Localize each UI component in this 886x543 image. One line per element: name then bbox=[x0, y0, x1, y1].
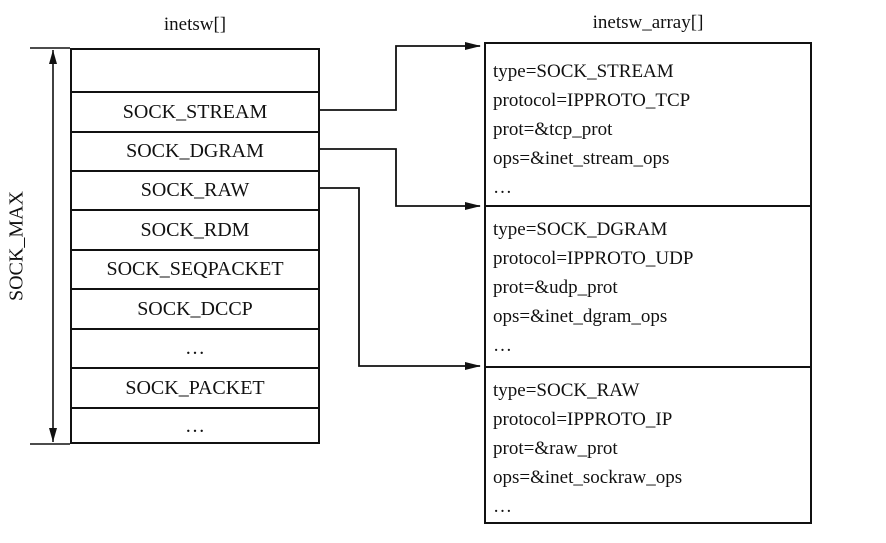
entry-type: type=SOCK_STREAM bbox=[493, 61, 674, 82]
sock-max-up-arrowhead bbox=[49, 50, 57, 64]
inetsw-entry-raw: type=SOCK_RAW protocol=IPPROTO_IP prot=&… bbox=[486, 366, 810, 522]
entry-ops: ops=&inet_stream_ops bbox=[493, 148, 670, 169]
entry-ops: ops=&inet_dgram_ops bbox=[493, 306, 668, 327]
entry-prot: prot=&raw_prot bbox=[493, 438, 618, 459]
inetsw-cell-ellipsis: … bbox=[72, 328, 318, 367]
entry-protocol: protocol=IPPROTO_TCP bbox=[493, 90, 691, 111]
inetsw-title: inetsw[] bbox=[163, 14, 227, 35]
entry-type: type=SOCK_RAW bbox=[493, 380, 640, 401]
entry-ellipsis: … bbox=[493, 335, 512, 356]
inetsw-cell-sock-dgram: SOCK_DGRAM bbox=[72, 131, 318, 170]
sock-max-down-arrowhead bbox=[49, 428, 57, 442]
entry-prot: prot=&tcp_prot bbox=[493, 119, 613, 140]
entry-ops: ops=&inet_sockraw_ops bbox=[493, 467, 683, 488]
inetsw-cell-sock-raw: SOCK_RAW bbox=[72, 170, 318, 209]
inetsw-cell-sock-stream: SOCK_STREAM bbox=[72, 91, 318, 131]
inetsw-array-title: inetsw_array[] bbox=[592, 12, 704, 33]
entry-ellipsis: … bbox=[493, 177, 512, 198]
inetsw-cell-sock-rdm: SOCK_RDM bbox=[72, 209, 318, 249]
sock-max-dimension bbox=[30, 47, 70, 445]
inetsw-cell-sock-dccp: SOCK_DCCP bbox=[72, 288, 318, 328]
inetsw-entry-stream: type=SOCK_STREAM protocol=IPPROTO_TCP pr… bbox=[486, 44, 810, 205]
inetsw-array-entries: type=SOCK_STREAM protocol=IPPROTO_TCP pr… bbox=[484, 42, 812, 524]
inetsw-cell-ellipsis-end: … bbox=[72, 407, 318, 444]
inetsw-cell-sock-packet: SOCK_PACKET bbox=[72, 367, 318, 407]
inetsw-array: SOCK_STREAM SOCK_DGRAM SOCK_RAW SOCK_RDM… bbox=[70, 48, 320, 444]
pointer-sock-stream bbox=[320, 42, 481, 111]
entry-type: type=SOCK_DGRAM bbox=[493, 219, 668, 240]
pointer-sock-dgram bbox=[320, 148, 481, 210]
sock-max-label: SOCK_MAX bbox=[5, 190, 28, 302]
entry-protocol: protocol=IPPROTO_IP bbox=[493, 409, 673, 430]
inetsw-cell-sock-seqpacket: SOCK_SEQPACKET bbox=[72, 249, 318, 288]
entry-protocol: protocol=IPPROTO_UDP bbox=[493, 248, 694, 269]
pointer-sock-raw bbox=[320, 187, 481, 370]
inetsw-cell-empty bbox=[72, 50, 318, 91]
entry-prot: prot=&udp_prot bbox=[493, 277, 618, 298]
entry-ellipsis: … bbox=[493, 496, 512, 517]
inetsw-entry-dgram: type=SOCK_DGRAM protocol=IPPROTO_UDP pro… bbox=[486, 205, 810, 366]
